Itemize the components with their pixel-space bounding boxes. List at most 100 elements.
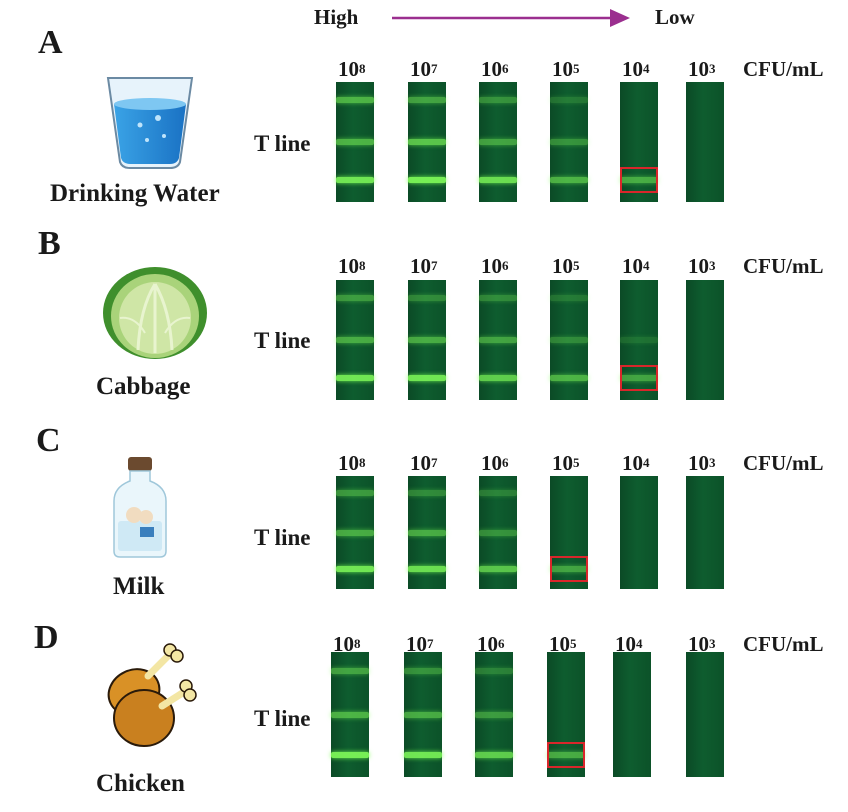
concentration-exponent: 7 bbox=[431, 61, 438, 76]
strip-band bbox=[408, 530, 446, 536]
low-label: Low bbox=[655, 5, 695, 29]
concentration-base: 10 bbox=[622, 254, 643, 278]
test-strip bbox=[686, 476, 724, 589]
concentration-base: 10 bbox=[615, 632, 636, 656]
concentration-label: 105 bbox=[552, 451, 580, 476]
detection-limit-box bbox=[547, 742, 585, 768]
concentration-label: 107 bbox=[406, 632, 434, 657]
test-strip bbox=[408, 476, 446, 589]
strip-band bbox=[336, 139, 374, 145]
water-glass-icon bbox=[106, 77, 194, 169]
detection-limit-box bbox=[620, 365, 658, 391]
concentration-base: 10 bbox=[338, 57, 359, 81]
concentration-label: 106 bbox=[481, 57, 509, 82]
unit-label: CFU/mL bbox=[743, 451, 824, 475]
strip-band bbox=[479, 139, 517, 145]
concentration-base: 10 bbox=[622, 451, 643, 475]
concentration-label: 107 bbox=[410, 451, 438, 476]
concentration-base: 10 bbox=[552, 254, 573, 278]
sample-name: Chicken bbox=[96, 770, 185, 797]
concentration-base: 10 bbox=[688, 451, 709, 475]
panel-letter: A bbox=[38, 24, 63, 61]
concentration-base: 10 bbox=[622, 57, 643, 81]
test-strip bbox=[620, 82, 658, 202]
concentration-base: 10 bbox=[333, 632, 354, 656]
sample-name: Drinking Water bbox=[50, 180, 220, 207]
concentration-base: 10 bbox=[410, 451, 431, 475]
concentration-label: 103 bbox=[688, 451, 716, 476]
concentration-label: 104 bbox=[622, 254, 650, 279]
concentration-label: 105 bbox=[549, 632, 577, 657]
strip-band bbox=[408, 490, 446, 496]
strip-band bbox=[479, 295, 517, 301]
concentration-label: 105 bbox=[552, 57, 580, 82]
t-line-label: T line bbox=[254, 131, 311, 156]
strip-band bbox=[408, 566, 446, 572]
panel-letter: D bbox=[34, 619, 59, 656]
high-label: High bbox=[314, 5, 359, 29]
strip-band bbox=[336, 97, 374, 103]
strip-band bbox=[336, 177, 374, 183]
strip-band bbox=[479, 337, 517, 343]
strip-band bbox=[475, 668, 513, 674]
concentration-base: 10 bbox=[410, 254, 431, 278]
strip-band bbox=[620, 375, 658, 381]
strip-band bbox=[331, 712, 369, 718]
concentration-base: 10 bbox=[552, 451, 573, 475]
concentration-label: 103 bbox=[688, 254, 716, 279]
strip-band bbox=[550, 139, 588, 145]
concentration-exponent: 3 bbox=[709, 455, 716, 470]
strip-band bbox=[550, 97, 588, 103]
strip-band bbox=[479, 566, 517, 572]
concentration-exponent: 6 bbox=[502, 61, 509, 76]
concentration-label: 108 bbox=[338, 254, 366, 279]
concentration-label: 108 bbox=[338, 451, 366, 476]
sample-name: Milk bbox=[113, 573, 165, 600]
strip-band bbox=[479, 97, 517, 103]
strip-band bbox=[336, 295, 374, 301]
concentration-label: 105 bbox=[552, 254, 580, 279]
test-strip bbox=[550, 82, 588, 202]
concentration-base: 10 bbox=[410, 57, 431, 81]
panel-letter: C bbox=[36, 422, 61, 459]
concentration-label: 103 bbox=[688, 57, 716, 82]
strip-band bbox=[408, 139, 446, 145]
concentration-base: 10 bbox=[481, 57, 502, 81]
strip-band bbox=[550, 295, 588, 301]
unit-label: CFU/mL bbox=[743, 632, 824, 656]
concentration-base: 10 bbox=[406, 632, 427, 656]
concentration-base: 10 bbox=[549, 632, 570, 656]
concentration-exponent: 5 bbox=[573, 258, 580, 273]
concentration-label: 107 bbox=[410, 254, 438, 279]
concentration-exponent: 6 bbox=[502, 455, 509, 470]
test-strip bbox=[686, 280, 724, 400]
concentration-exponent: 8 bbox=[359, 455, 366, 470]
concentration-label: 103 bbox=[688, 632, 716, 657]
strip-band bbox=[336, 375, 374, 381]
sample-illustration bbox=[110, 455, 170, 560]
strip-band bbox=[404, 712, 442, 718]
gradient-arrow-icon bbox=[392, 9, 630, 27]
strip-band bbox=[479, 490, 517, 496]
concentration-label: 108 bbox=[333, 632, 361, 657]
test-strip bbox=[404, 652, 442, 777]
concentration-exponent: 4 bbox=[643, 61, 650, 76]
concentration-exponent: 3 bbox=[709, 258, 716, 273]
strip-band bbox=[408, 97, 446, 103]
concentration-exponent: 8 bbox=[359, 61, 366, 76]
test-strip bbox=[620, 476, 658, 589]
concentration-base: 10 bbox=[688, 632, 709, 656]
concentration-exponent: 7 bbox=[431, 258, 438, 273]
strip-band bbox=[479, 375, 517, 381]
concentration-exponent: 4 bbox=[643, 455, 650, 470]
concentration-base: 10 bbox=[688, 57, 709, 81]
strip-band bbox=[550, 375, 588, 381]
strip-band bbox=[550, 337, 588, 343]
sample-name: Cabbage bbox=[96, 373, 191, 400]
strip-band bbox=[404, 668, 442, 674]
test-strip bbox=[331, 652, 369, 777]
concentration-base: 10 bbox=[338, 254, 359, 278]
concentration-base: 10 bbox=[477, 632, 498, 656]
strip-band bbox=[331, 668, 369, 674]
concentration-base: 10 bbox=[688, 254, 709, 278]
